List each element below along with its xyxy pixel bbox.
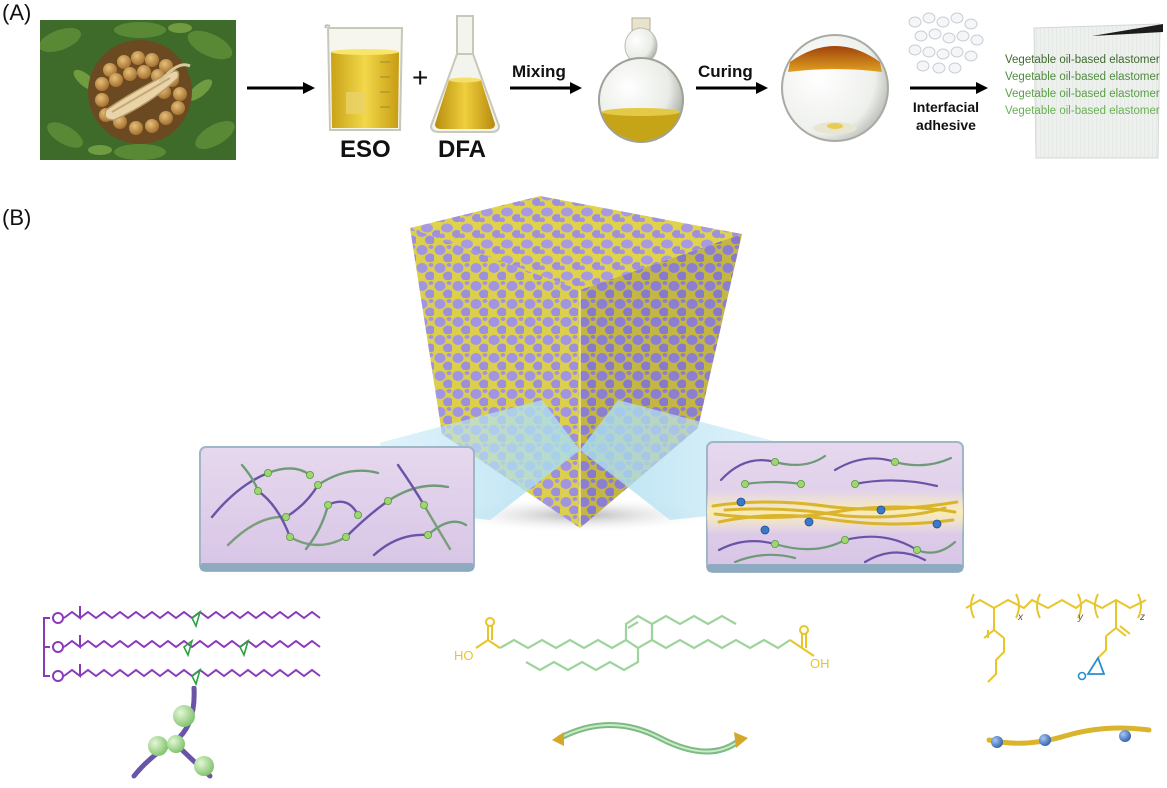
eso-3d-model: [131, 686, 214, 779]
dfa-flask: [429, 15, 501, 133]
arrow-mixing: [510, 82, 582, 94]
curing-label: Curing: [698, 62, 753, 81]
interfacial-adhesive-label: Interfacial adhesive: [906, 98, 986, 134]
film-text-3: Vegetable oil-based elastomer: [1005, 88, 1160, 100]
sub-z: z: [1139, 612, 1145, 623]
panel-b-label: (B): [2, 205, 32, 230]
film-text-4: Vegetable oil-based elastomer: [1005, 105, 1160, 117]
eso-label: ESO: [340, 136, 391, 163]
eso-dfa-network-panel: [199, 446, 475, 572]
film-text-1: Vegetable oil-based elastomer: [1005, 54, 1160, 66]
sub-y: y: [1077, 612, 1084, 623]
eso-beaker: [324, 24, 404, 131]
dfa-hydroxyl-right: OH: [810, 656, 830, 671]
arrow-photo-to-eso: [247, 82, 315, 94]
soybean-photo: [39, 20, 236, 160]
adhesive-network-panel: [706, 441, 964, 573]
eso-structure: [43, 606, 321, 687]
dfa-3d-model: [552, 722, 748, 755]
dfa-label: DFA: [438, 136, 486, 163]
dfa-hydroxyl-left: HO: [454, 648, 474, 663]
plus-sign: +: [412, 62, 429, 93]
arrow-curing: [696, 82, 768, 94]
adhesive-pellets: [908, 12, 984, 74]
dfa-structure: HO OH: [454, 614, 830, 672]
elastomer-cube: [380, 196, 780, 533]
panel-a-label: (A): [2, 0, 32, 25]
interfacial-label-line1: Interfacial: [912, 99, 980, 115]
copolymer-structure: x y z: [965, 593, 1147, 683]
mixing-flask: [598, 17, 684, 143]
interfacial-label-line2: adhesive: [916, 117, 976, 133]
mixing-label: Mixing: [512, 62, 566, 81]
arrow-adhesive: [910, 82, 988, 94]
sub-x: x: [1017, 612, 1024, 623]
elastomer-film: Vegetable oil-based elastomer Vegetable …: [1000, 22, 1163, 160]
cured-sphere: [781, 34, 889, 142]
film-text-2: Vegetable oil-based elastomer: [1005, 71, 1160, 83]
copolymer-3d-model: [986, 725, 1152, 748]
